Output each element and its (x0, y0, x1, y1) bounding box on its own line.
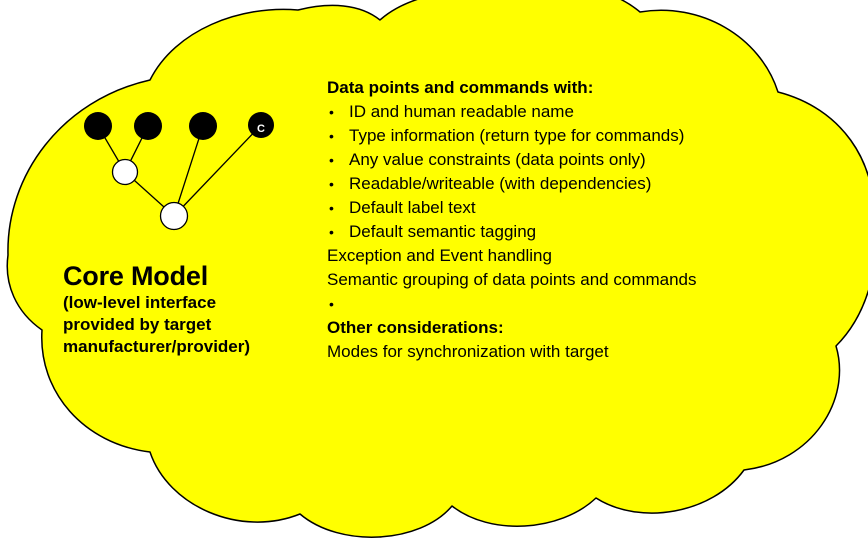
core-model-subtitle-line-2: provided by target (63, 315, 212, 334)
bullet-item-1: • ID and human readable name (327, 100, 847, 124)
bullet-item-5: • Default label text (327, 196, 847, 220)
node-white-2 (159, 201, 189, 231)
plain-line-1: Exception and Event handling (327, 246, 552, 265)
bullet-item-2: • Type information (return type for comm… (327, 124, 847, 148)
bullet-dot-icon: • (329, 296, 334, 312)
bullet-dot-icon: • (329, 152, 334, 168)
node-black-1 (84, 112, 112, 140)
bullet-item-3: • Any value constraints (data points onl… (327, 148, 847, 172)
bullet-dot-icon: • (329, 200, 334, 216)
details-heading: Data points and commands with: (327, 78, 594, 97)
bullet-dot-icon: • (329, 104, 334, 120)
bullet-item-2-label: Type information (return type for comman… (349, 126, 685, 145)
bullet-item-4-label: Readable/writeable (with dependencies) (349, 174, 652, 193)
cloud-outline (6, 0, 868, 538)
plain-line-2: Semantic grouping of data points and com… (327, 270, 697, 289)
bullet-item-3-label: Any value constraints (data points only) (349, 150, 646, 169)
bullet-item-6-label: Default semantic tagging (349, 222, 537, 241)
bullet-item-5-label: Default label text (349, 198, 476, 217)
bullet-item-6: • Default semantic tagging (327, 220, 847, 244)
edge-n3-w2 (173, 125, 204, 217)
core-model-title: Core Model (63, 261, 209, 291)
bullet-dot-icon: • (329, 176, 334, 192)
core-model-subtitle-line-3: manufacturer/provider) (63, 337, 251, 356)
other-considerations-heading: Other considerations: (327, 318, 504, 337)
core-model-block: Core Model (low-level interface provided… (63, 260, 313, 358)
node-black-2 (134, 112, 162, 140)
bullet-item-4: • Readable/writeable (with dependencies) (327, 172, 847, 196)
node-black-3 (189, 112, 217, 140)
diagram-nodes: C (84, 112, 274, 231)
edge-nC-w2 (173, 124, 262, 217)
other-line-1: Modes for synchronization with target (327, 342, 609, 361)
node-command-c (248, 112, 274, 138)
bullet-dot-icon: • (329, 224, 334, 240)
bullet-item-empty: • (327, 292, 847, 316)
node-command-c-label: C (257, 123, 265, 135)
core-model-subtitle-line-1: (low-level interface (63, 293, 217, 312)
bullet-item-1-label: ID and human readable name (349, 102, 574, 121)
node-white-1 (111, 158, 139, 186)
details-block: Data points and commands with: • ID and … (327, 76, 847, 364)
bullet-dot-icon: • (329, 128, 334, 144)
